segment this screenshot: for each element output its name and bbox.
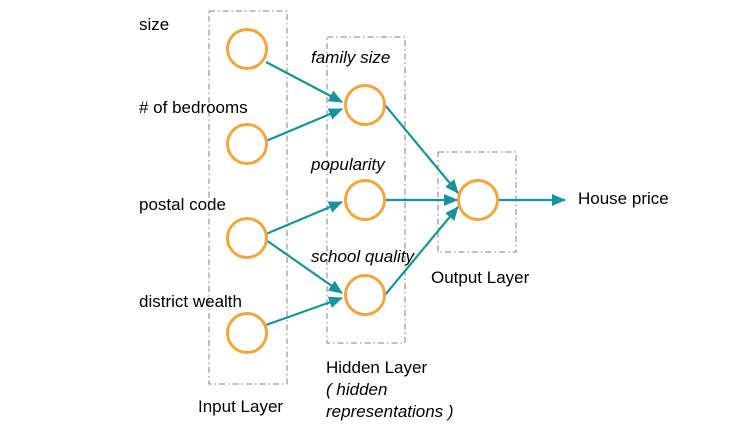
edge-bedrooms-to-family-size	[265, 107, 343, 143]
hidden-label-popularity: popularity	[310, 155, 386, 174]
hidden-layer-caption-line3: representations )	[326, 402, 454, 421]
hidden-layer-caption-line2: ( hidden	[326, 380, 387, 399]
input-label-district-wealth: district wealth	[139, 292, 242, 311]
input-layer-caption: Input Layer	[198, 397, 283, 416]
edge-family-size-to-output	[384, 104, 459, 194]
hidden-node-school-quality	[344, 274, 386, 316]
connections	[265, 61, 566, 327]
input-label-size: size	[139, 15, 169, 34]
output-node	[457, 179, 499, 221]
hidden-layer-caption: Hidden Layer	[326, 358, 427, 377]
edge-postal-to-school-quality	[265, 239, 343, 294]
input-node-district-wealth	[226, 312, 268, 354]
input-label-postal-code: postal code	[139, 195, 226, 214]
hidden-label-family-size: family size	[311, 48, 390, 67]
output-layer-caption: Output Layer	[431, 268, 530, 287]
edge-size-to-family-size	[265, 61, 343, 103]
edge-postal-to-popularity	[265, 200, 343, 236]
input-node-size	[226, 28, 268, 70]
output-layer-box	[437, 151, 517, 253]
edge-school-quality-to-output	[384, 206, 459, 296]
edge-wealth-to-school-quality	[265, 296, 343, 327]
input-node-bedrooms	[226, 123, 268, 165]
hidden-node-popularity	[344, 179, 386, 221]
hidden-label-school-quality: school quality	[311, 247, 416, 266]
input-label-bedrooms: # of bedrooms	[139, 98, 248, 117]
hidden-node-family-size	[344, 84, 386, 126]
input-node-postal-code	[226, 217, 268, 259]
input-layer-box	[208, 10, 288, 385]
hidden-layer-box	[326, 36, 406, 344]
output-label-house-price: House price	[578, 189, 669, 208]
